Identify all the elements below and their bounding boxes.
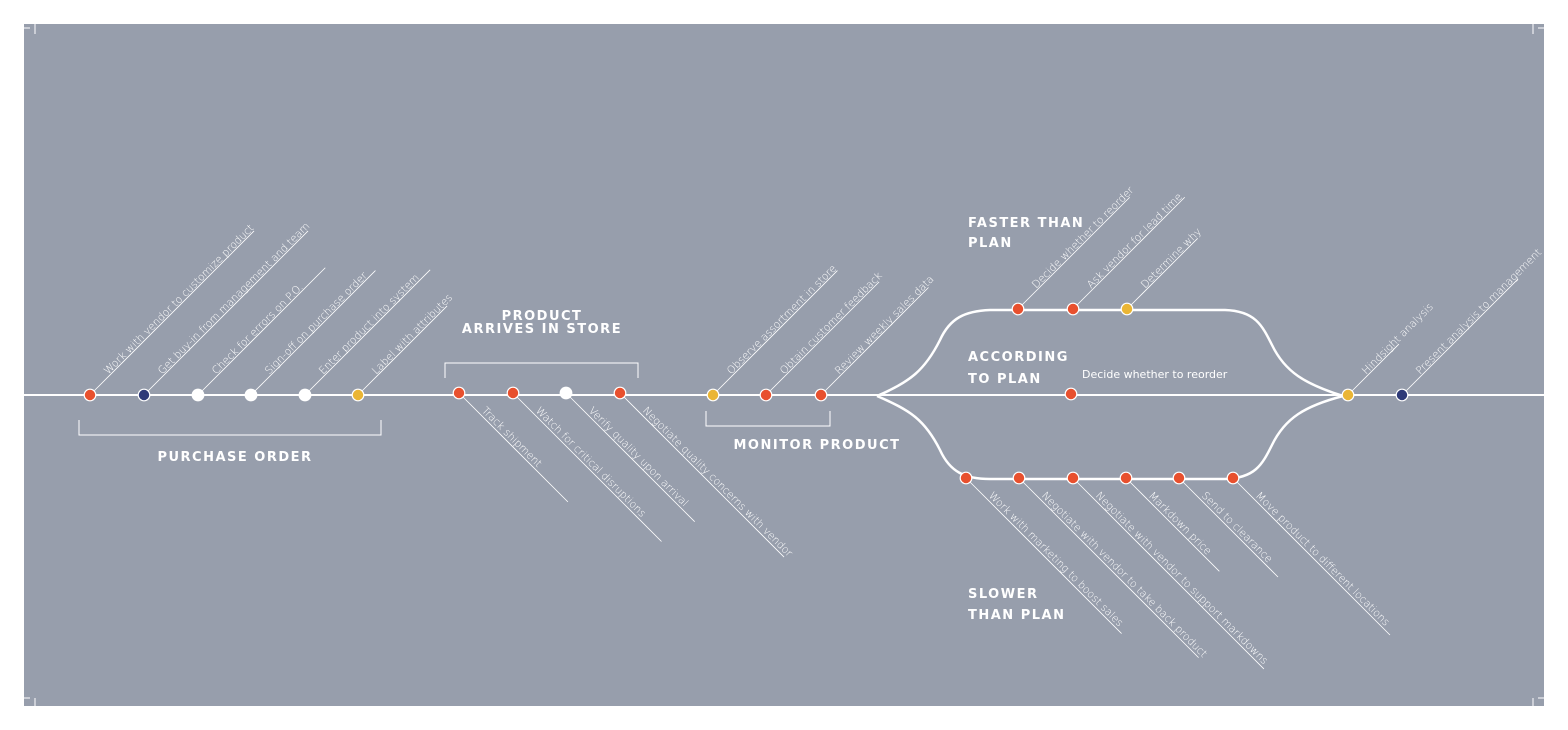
leader-line-purchase-6	[357, 305, 448, 396]
stage-title-faster-line-2: PLAN	[968, 236, 1013, 251]
step-dot-slower-1	[959, 471, 973, 485]
leader-line-slower-3	[1072, 477, 1265, 670]
leader-line-purchase-5	[304, 269, 431, 396]
stage-title-purchase-order: PURCHASE ORDER	[157, 450, 312, 465]
stage-title-slower-line-2: THAN PLAN	[968, 608, 1065, 623]
product-arrives-bracket	[444, 362, 639, 378]
step-dot-according-1	[1064, 387, 1078, 401]
stage-title-product-line-2: ARRIVES IN STORE	[462, 322, 622, 337]
step-dot-purchase-4	[244, 388, 258, 402]
step-dot-monitor-2	[759, 388, 773, 402]
step-dot-purchase-1	[83, 388, 97, 402]
step-dot-slower-3	[1066, 471, 1080, 485]
step-dot-arrival-1	[452, 386, 466, 400]
leader-line-monitor-2	[765, 281, 880, 396]
leader-line-slower-5	[1178, 477, 1279, 578]
step-dot-arrival-2	[506, 386, 520, 400]
leader-line-slower-2	[1018, 477, 1199, 658]
monitor-product-bracket	[705, 411, 831, 427]
leader-line-faster-1	[1017, 196, 1131, 310]
leader-line-monitor-1	[712, 270, 838, 396]
step-dot-monitor-3	[814, 388, 828, 402]
leader-line-purchase-3	[197, 267, 326, 396]
according-step-label: Decide whether to reorder	[1082, 368, 1228, 381]
step-dot-purchase-2	[137, 388, 151, 402]
step-dot-faster-2	[1066, 302, 1080, 316]
leader-line-purchase-2	[143, 230, 309, 396]
step-dot-slower-5	[1172, 471, 1186, 485]
leader-line-purchase-4	[250, 270, 376, 396]
leader-line-faster-2	[1072, 196, 1186, 310]
leader-line-slower-4	[1125, 477, 1220, 572]
stage-title-according-line-2: TO PLAN	[968, 372, 1042, 387]
stage-title-monitor-product: MONITOR PRODUCT	[733, 438, 900, 453]
leader-line-monitor-3	[820, 287, 929, 396]
step-dot-purchase-3	[191, 388, 205, 402]
leader-line-end-2	[1401, 278, 1519, 396]
step-dot-slower-6	[1226, 471, 1240, 485]
purchase-order-bracket	[78, 420, 382, 436]
leader-line-end-1	[1347, 343, 1400, 396]
stage-title-according-line-1: ACCORDING	[968, 350, 1069, 365]
step-dot-arrival-3	[559, 386, 573, 400]
step-dot-faster-3	[1120, 302, 1134, 316]
step-dot-purchase-5	[298, 388, 312, 402]
leader-line-arrival-3	[565, 392, 695, 522]
step-dot-faster-1	[1011, 302, 1025, 316]
diagram-background	[24, 24, 1544, 706]
leader-line-faster-3	[1126, 238, 1198, 310]
leader-lines	[89, 196, 1519, 670]
leader-line-purchase-1	[89, 230, 255, 396]
leader-line-arrival-4	[619, 392, 785, 558]
slower-branch-curve	[876, 394, 1344, 481]
step-dot-end-1	[1341, 388, 1355, 402]
leader-line-arrival-1	[458, 392, 569, 503]
step-dot-slower-2	[1012, 471, 1026, 485]
leader-line-arrival-2	[512, 392, 662, 542]
leader-line-slower-6	[1232, 477, 1391, 636]
stage-title-product-line-1: PRODUCT	[502, 309, 583, 324]
leader-line-slower-1	[965, 477, 1122, 634]
stage-title-faster-line-1: FASTER THAN	[968, 216, 1084, 231]
corner-marks	[24, 24, 1544, 706]
step-dot-monitor-1	[706, 388, 720, 402]
step-dot-purchase-6	[351, 388, 365, 402]
step-dot-end-2	[1395, 388, 1409, 402]
stage-title-slower-line-1: SLOWER	[968, 587, 1038, 602]
step-dot-arrival-4	[613, 386, 627, 400]
step-dots	[83, 302, 1409, 485]
faster-branch-curve	[876, 308, 1344, 398]
step-dot-slower-4	[1119, 471, 1133, 485]
